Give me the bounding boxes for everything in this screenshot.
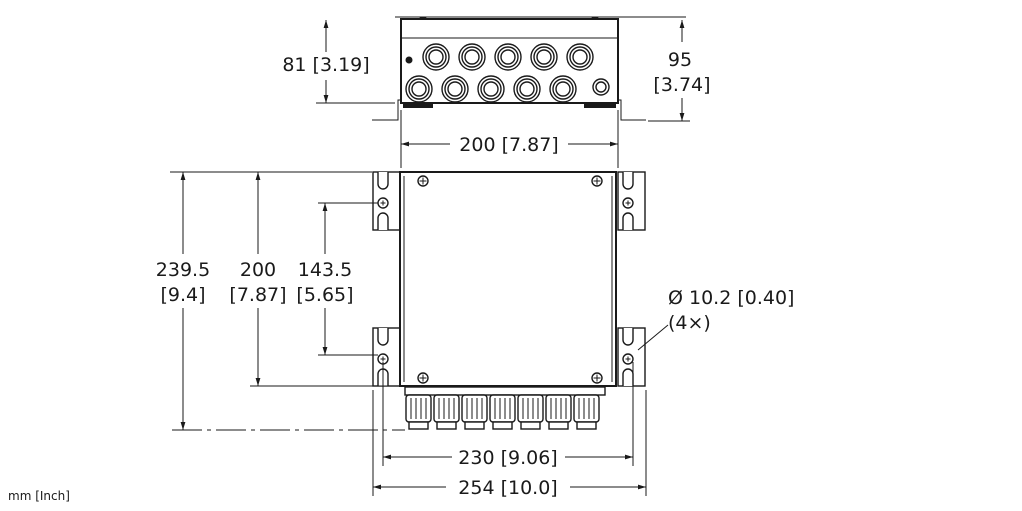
gland-icon [422, 43, 450, 71]
mounting-bracket [617, 171, 646, 231]
gland-icon [517, 394, 544, 430]
gland-icon [549, 75, 577, 103]
hole-diameter-label: Ø 10.2 [0.40] [668, 287, 794, 309]
overall-height-label: 95 [668, 49, 692, 71]
gland-icon [405, 394, 432, 430]
top-view: 81 [3.19] 95 [3.74] [282, 16, 711, 122]
hole-count-label: (4×) [668, 312, 711, 334]
hole-spacing-label: 143.5 [298, 259, 352, 281]
gland-icon [566, 43, 594, 71]
mounting-bracket [372, 327, 401, 387]
gland-icon [513, 75, 541, 103]
cover-screw-icon [591, 175, 603, 187]
box-height-inch-label: [7.87] [229, 284, 286, 306]
gland-icon [433, 394, 460, 430]
cable-glands-top [405, 43, 594, 103]
gland-icon [477, 75, 505, 103]
box-height-label: 200 [240, 259, 276, 281]
cover-screw-icon [417, 372, 429, 384]
overall-height-inch-label: [3.74] [653, 74, 710, 96]
overall-height-label: 239.5 [156, 259, 210, 281]
height-dimension-label: 81 [3.19] [282, 54, 369, 76]
hole-span-label: 230 [9.06] [458, 447, 557, 469]
cable-glands-bottom [404, 386, 606, 430]
gland-icon [441, 75, 469, 103]
mounting-bracket [372, 171, 401, 231]
cover-screw-icon [417, 175, 429, 187]
overall-height-inch-label: [9.4] [160, 284, 205, 306]
ground-screw-icon [405, 56, 413, 64]
gland-icon [494, 43, 522, 71]
hole-spacing-inch-label: [5.65] [296, 284, 353, 306]
cover-screw-icon [591, 372, 603, 384]
gland-icon [530, 43, 558, 71]
gland-icon [573, 394, 600, 430]
mounting-bracket [617, 327, 646, 387]
front-view [372, 171, 646, 430]
gland-icon [461, 394, 488, 430]
overall-width-label: 254 [10.0] [458, 477, 557, 499]
gland-icon [458, 43, 486, 71]
units-note: mm [Inch] [8, 489, 70, 503]
gland-icon [405, 75, 433, 103]
width-dimension-label: 200 [7.87] [459, 134, 558, 156]
gland-icon [489, 394, 516, 430]
gland-icon [545, 394, 572, 430]
